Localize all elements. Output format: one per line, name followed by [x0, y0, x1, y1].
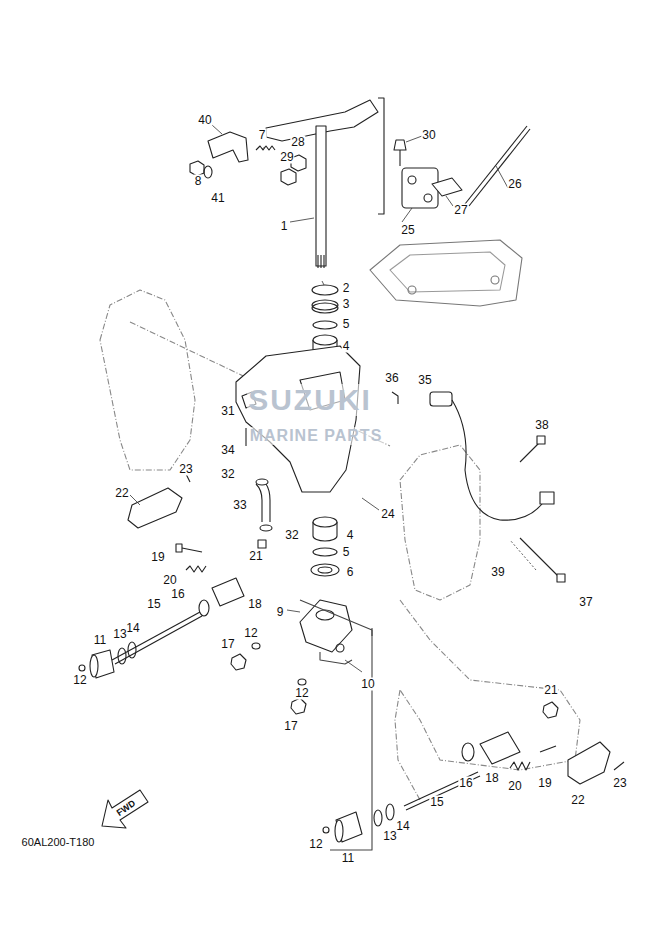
callout-number: 34 — [220, 444, 235, 457]
callout-number: 11 — [341, 852, 355, 865]
callout-number: 12 — [243, 627, 258, 640]
upper-small-parts — [190, 126, 530, 306]
callout-number: 28 — [290, 136, 305, 149]
callout-number: 26 — [507, 178, 522, 191]
callout-number: 12 — [72, 674, 87, 687]
lower-bushings — [311, 517, 339, 576]
callout-number: 11 — [93, 634, 107, 647]
callout-number: 2 — [342, 282, 351, 295]
callout-number: 1 — [280, 220, 289, 233]
leader-lines — [130, 125, 536, 672]
callout-number: 23 — [612, 777, 627, 790]
callout-number: 20 — [162, 574, 177, 587]
callout-number: 6 — [346, 566, 355, 579]
callout-number: 39 — [490, 566, 505, 579]
callout-number: 18 — [484, 772, 499, 785]
callout-number: 23 — [178, 463, 193, 476]
callout-number: 41 — [210, 192, 225, 205]
steering-shaft — [266, 98, 384, 268]
callout-number: 37 — [578, 596, 593, 609]
callout-number: 35 — [417, 374, 432, 387]
fwd-arrow — [102, 790, 148, 828]
callout-number: 31 — [220, 405, 235, 418]
callout-number: 24 — [380, 508, 395, 521]
callout-number: 5 — [342, 546, 351, 559]
callout-number: 19 — [150, 551, 165, 564]
callout-number: 36 — [384, 372, 399, 385]
left-mount — [79, 472, 306, 714]
harness — [392, 392, 565, 582]
direction-label: FWD — [114, 797, 138, 818]
callout-number: 21 — [248, 550, 263, 563]
callout-number: 12 — [308, 838, 323, 851]
callout-number: 38 — [534, 419, 549, 432]
callout-number: 25 — [400, 224, 415, 237]
callout-number: 22 — [114, 487, 129, 500]
callout-number: 8 — [194, 175, 203, 188]
callout-number: 19 — [537, 777, 552, 790]
lower-mount-bracket — [300, 600, 372, 664]
callout-number: 22 — [570, 794, 585, 807]
watermark: SUZUKI — [247, 384, 373, 416]
callout-number: 16 — [170, 588, 185, 601]
callout-number: 27 — [453, 204, 468, 217]
callout-number: 4 — [342, 340, 351, 353]
callout-number: 32 — [220, 468, 235, 481]
callout-number: 40 — [197, 114, 212, 127]
callout-number: 4 — [346, 529, 355, 542]
lower-case — [395, 600, 580, 800]
callout-number: 21 — [543, 684, 558, 697]
diagram-code: 60AL200-T180 — [21, 836, 96, 849]
callout-number: 17 — [220, 638, 235, 651]
callout-number: 13 — [382, 830, 397, 843]
callout-number: 13 — [112, 628, 127, 641]
callout-number: 30 — [421, 129, 436, 142]
callout-number: 32 — [284, 529, 299, 542]
callout-number: 16 — [458, 777, 473, 790]
callout-number: 17 — [283, 720, 298, 733]
callout-number: 29 — [279, 151, 294, 164]
callout-number: 5 — [342, 318, 351, 331]
callout-number: 15 — [146, 598, 161, 611]
watermark: MARINE PARTS — [249, 427, 384, 445]
callout-number: 18 — [247, 598, 262, 611]
callout-number: 20 — [507, 780, 522, 793]
callout-number: 7 — [258, 129, 267, 142]
callout-number: 33 — [232, 499, 247, 512]
right-mount — [323, 628, 624, 850]
callout-number: 9 — [276, 606, 285, 619]
callout-number: 15 — [429, 796, 444, 809]
clamp-brackets — [100, 290, 480, 600]
callout-number: 12 — [294, 687, 309, 700]
callout-number: 3 — [342, 298, 351, 311]
callout-number: 10 — [360, 678, 375, 691]
